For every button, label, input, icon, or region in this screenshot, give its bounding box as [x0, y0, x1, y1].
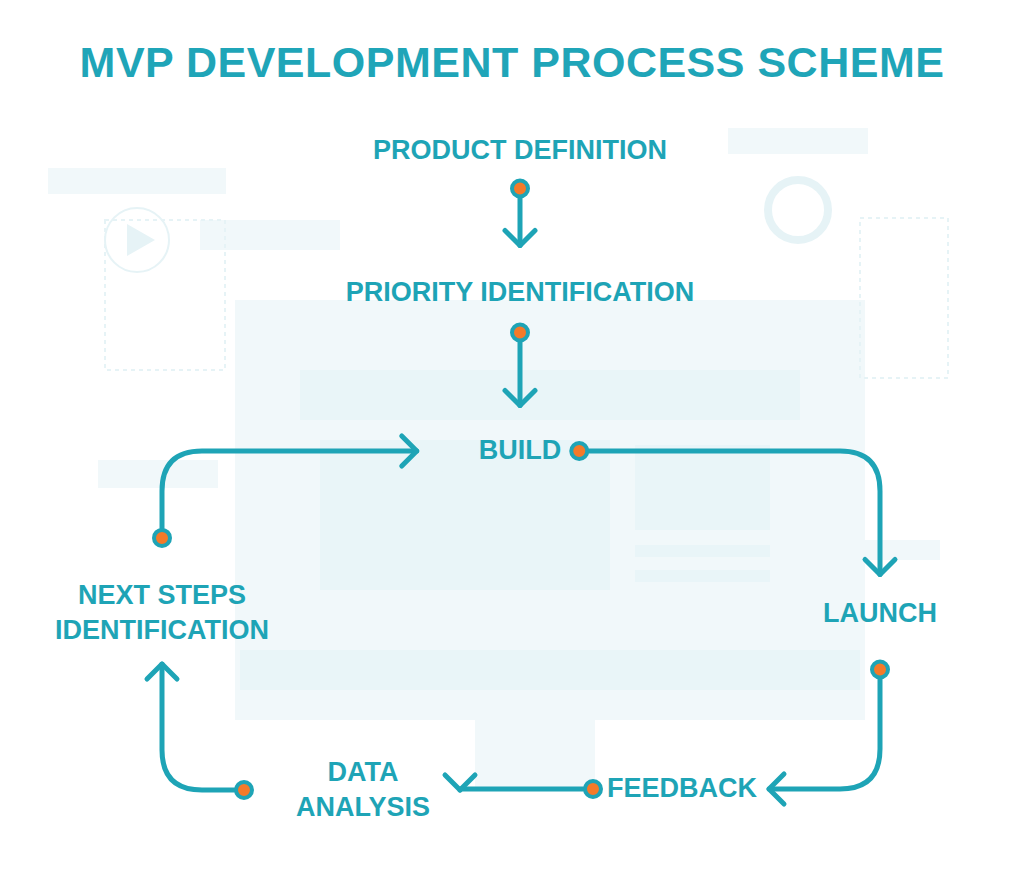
- arrow-head: [445, 775, 475, 790]
- faint-icons: [105, 180, 948, 378]
- connector-line: [518, 333, 523, 406]
- flow-connector: [445, 775, 601, 797]
- step-label: LAUNCH: [823, 596, 937, 631]
- start-dot: [154, 530, 170, 546]
- faint-play-icon: [127, 224, 155, 256]
- arrow-head: [147, 664, 177, 679]
- process-step: FEEDBACK: [607, 771, 757, 806]
- flow-connector: [147, 664, 252, 798]
- step-label: FEEDBACK: [607, 771, 757, 806]
- process-step: PRIORITY IDENTIFICATION: [346, 275, 695, 310]
- connector-line: [579, 451, 880, 574]
- arrow-head: [505, 230, 535, 245]
- start-dot: [236, 782, 252, 798]
- step-label: PRIORITY IDENTIFICATION: [346, 275, 695, 310]
- faint-screen: [240, 370, 860, 690]
- arrow-head: [505, 390, 535, 405]
- process-step: BUILD: [479, 433, 562, 468]
- arrow-head: [402, 436, 417, 466]
- arrow-head: [769, 774, 784, 804]
- diagram-title: MVP DEVELOPMENT PROCESS SCHEME: [0, 38, 1024, 87]
- step-label: DATA ANALYSIS: [278, 755, 448, 825]
- flow-connector: [769, 662, 888, 804]
- start-dot: [512, 325, 528, 341]
- arrow-head: [865, 559, 895, 574]
- flow-connector: [505, 325, 535, 406]
- process-step: LAUNCH: [823, 596, 937, 631]
- start-dot: [585, 781, 601, 797]
- start-dot: [512, 181, 528, 197]
- process-step: NEXT STEPS IDENTIFICATION: [34, 578, 290, 648]
- start-dot: [571, 443, 587, 459]
- connector-line: [162, 664, 244, 790]
- connector-line: [769, 670, 880, 789]
- connector-line: [460, 789, 593, 790]
- step-label: NEXT STEPS IDENTIFICATION: [34, 578, 290, 648]
- process-step: PRODUCT DEFINITION: [373, 133, 667, 168]
- flow-connector: [505, 181, 535, 246]
- flow-connector: [154, 436, 417, 546]
- step-label: PRODUCT DEFINITION: [373, 133, 667, 168]
- connector-line: [162, 451, 417, 538]
- step-label: BUILD: [479, 433, 562, 468]
- process-step: DATA ANALYSIS: [278, 755, 448, 825]
- start-dot: [872, 662, 888, 678]
- faint-ui-shapes: [48, 128, 940, 790]
- flow-connector: [571, 443, 895, 574]
